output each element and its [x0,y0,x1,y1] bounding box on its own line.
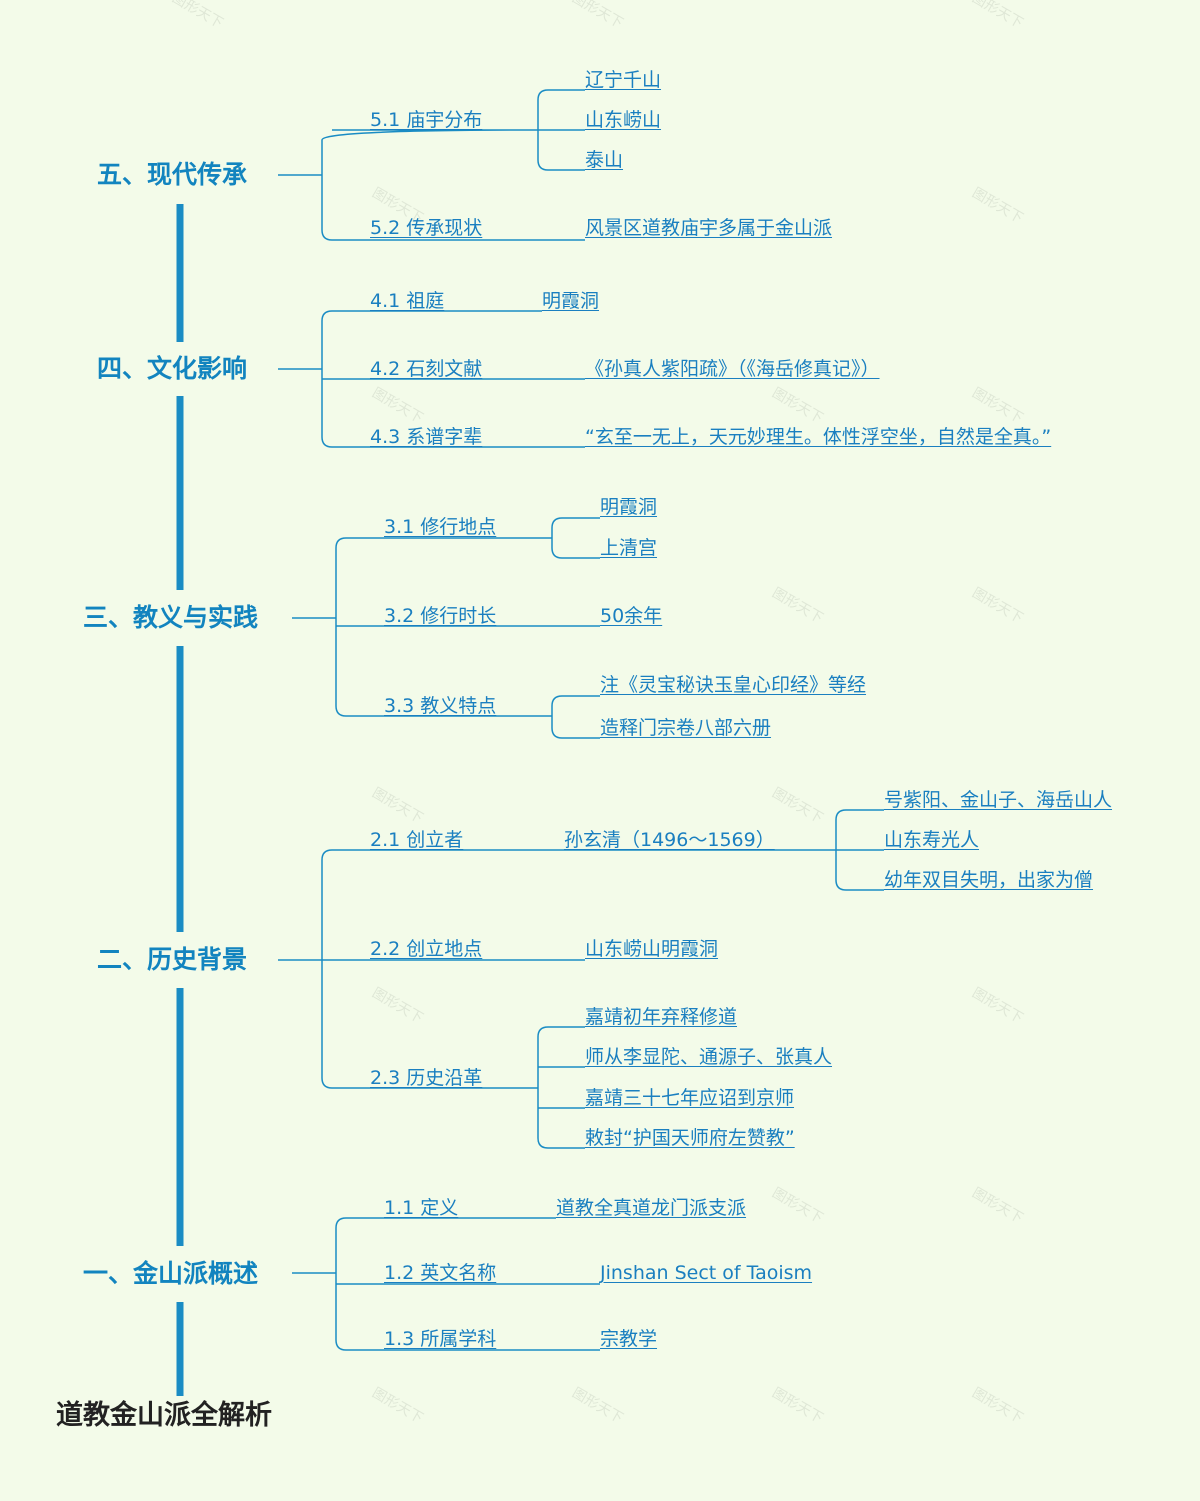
watermark: 图形天下 [769,384,826,427]
leaf-alias-names[interactable]: 号紫阳、金山子、海岳山人 [884,789,1113,811]
watermark: 图形天下 [969,0,1026,32]
leaf-jiajing-37[interactable]: 嘉靖三十七年应诏到京师 [585,1087,795,1109]
root-title[interactable]: 道教金山派全解析 [56,1400,272,1431]
leaf-liaoning-qianshan[interactable]: 辽宁千山 [585,69,662,91]
branch-modern-inheritance[interactable]: 五、现代传承 [97,160,248,189]
leaf-definition[interactable]: 道教全真道龙门派支派 [556,1197,747,1219]
node-2-3-history[interactable]: 2.3 历史沿革 [370,1067,483,1089]
node-3-1-practice-places[interactable]: 3.1 修行地点 [384,516,497,538]
watermark: 图形天下 [169,0,226,32]
leaf-sun-zhenren-text[interactable]: 《孙真人紫阳疏》（《海岳修真记》） [585,358,880,380]
watermark: 图形天下 [569,1384,626,1427]
leaf-jiajing-early[interactable]: 嘉靖初年弃释修道 [585,1006,738,1028]
watermark: 图形天下 [369,384,426,427]
leaf-annotated-scripture[interactable]: 注《灵宝秘诀玉皇心印经》等经 [600,674,867,696]
node-2-1-founder[interactable]: 2.1 创立者 [370,829,464,851]
leaf-shangqing-palace[interactable]: 上清宫 [600,537,658,559]
leaf-shandong-laoshan[interactable]: 山东崂山 [585,109,662,131]
watermark: 图形天下 [769,1384,826,1427]
watermark: 图形天下 [969,984,1026,1027]
leaf-imperial-title[interactable]: 敕封“护国天师府左赞教” [585,1127,795,1149]
leaf-english-name[interactable]: Jinshan Sect of Taoism [600,1262,813,1284]
leaf-teachers[interactable]: 师从李显陀、通源子、张真人 [585,1046,833,1068]
leaf-sun-xuanqing[interactable]: 孙玄清（1496～1569） [564,829,775,851]
watermark: 图形天下 [769,1184,826,1227]
node-3-2-practice-duration[interactable]: 3.2 修行时长 [384,605,497,627]
node-3-3-doctrine-features[interactable]: 3.3 教义特点 [384,695,497,717]
leaf-laoshan-mingxia[interactable]: 山东崂山明霞洞 [585,938,719,960]
node-4-2-stone-inscriptions[interactable]: 4.2 石刻文献 [370,358,483,380]
watermark: 图形天下 [969,384,1026,427]
leaf-lineage-poem[interactable]: “玄至一无上，天元妙理生。体性浮空坐，自然是全真。” [585,426,1052,448]
branch-overview[interactable]: 一、金山派概述 [83,1259,259,1288]
leaf-mingxia-cave[interactable]: 明霞洞 [542,290,600,312]
node-5-2-current-status[interactable]: 5.2 传承现状 [370,217,483,239]
watermark: 图形天下 [369,1384,426,1427]
watermark: 图形天下 [769,784,826,827]
leaf-shouguang-native[interactable]: 山东寿光人 [884,829,980,851]
leaf-taishan[interactable]: 泰山 [585,149,624,171]
watermark: 图形天下 [969,1384,1026,1427]
leaf-50-years[interactable]: 50余年 [600,605,663,627]
node-2-2-founding-place[interactable]: 2.2 创立地点 [370,938,483,960]
branch-historical-background[interactable]: 二、历史背景 [97,945,248,974]
node-1-1-definition[interactable]: 1.1 定义 [384,1197,459,1219]
leaf-buddhist-volumes[interactable]: 造释门宗卷八部六册 [600,717,772,739]
watermark: 图形天下 [969,584,1026,627]
watermark: 图形天下 [969,1184,1026,1227]
watermark: 图形天下 [969,184,1026,227]
watermark: 图形天下 [369,784,426,827]
branch-doctrine-practice[interactable]: 三、教义与实践 [83,603,259,632]
leaf-mingxia-cave-2[interactable]: 明霞洞 [600,496,658,518]
leaf-religious-studies[interactable]: 宗教学 [600,1328,658,1350]
watermark: 图形天下 [569,0,626,32]
watermark: 图形天下 [369,984,426,1027]
leaf-scenic-temples[interactable]: 风景区道教庙宇多属于金山派 [585,217,833,239]
node-4-1-ancestral-court[interactable]: 4.1 祖庭 [370,290,445,312]
node-5-1-temple-distribution[interactable]: 5.1 庙宇分布 [370,109,483,131]
node-1-2-english-name[interactable]: 1.2 英文名称 [384,1262,497,1284]
watermark: 图形天下 [769,584,826,627]
node-1-3-discipline[interactable]: 1.3 所属学科 [384,1328,497,1350]
branch-cultural-influence[interactable]: 四、文化影响 [97,354,248,383]
node-4-3-lineage-generation[interactable]: 4.3 系谱字辈 [370,426,483,448]
leaf-blind-monk[interactable]: 幼年双目失明，出家为僧 [884,869,1094,891]
